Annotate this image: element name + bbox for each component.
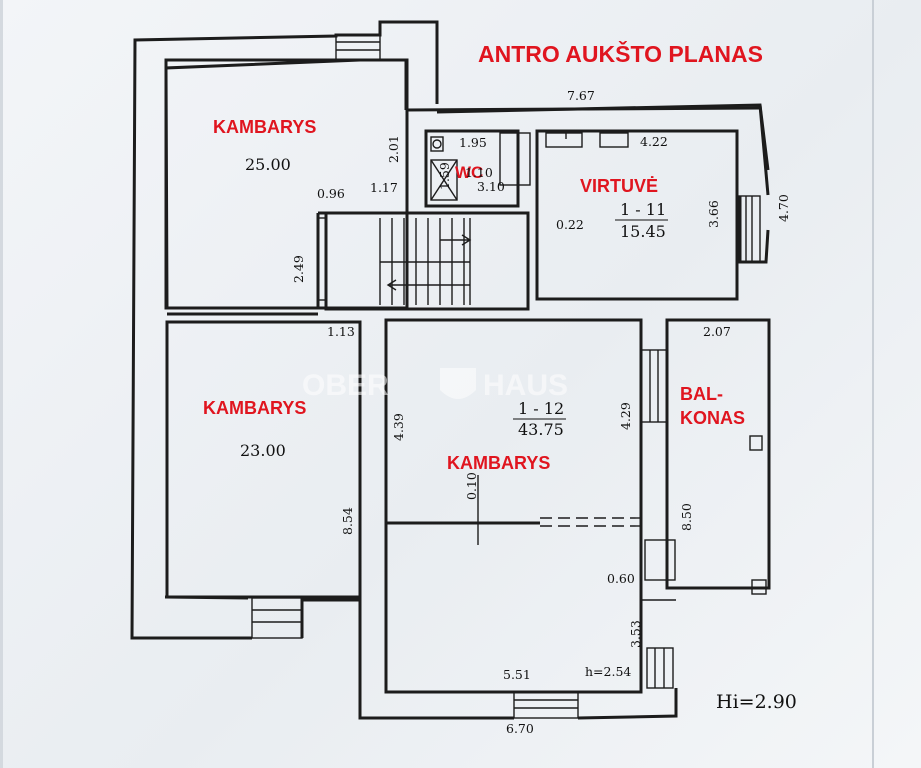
room-bottom-left-area: 23.00: [240, 441, 286, 460]
kitchen-number: 1 - 11: [620, 200, 666, 219]
dim-5-51: 5.51: [503, 667, 531, 682]
dim-8-50: 8.50: [679, 503, 694, 531]
dim-4-39: 4.39: [391, 413, 406, 441]
dimensions: 7.67 1.95 4.22 1.10 3.10 1.59 2.01 0.96 …: [291, 88, 791, 736]
dim-0-60: 0.60: [607, 571, 635, 586]
wc-label: WC: [455, 163, 483, 182]
stair-hall-outline: [324, 211, 530, 311]
dim-4-70: 4.70: [776, 194, 791, 222]
room-top-left-area: 25.00: [245, 155, 291, 174]
dim-6-70: 6.70: [506, 721, 534, 736]
dim-8-54: 8.54: [340, 507, 355, 535]
balcony-outline: [665, 318, 771, 590]
wc-outline: [424, 129, 520, 208]
living-label: KAMBARYS: [447, 453, 550, 473]
watermark-right: HAUS: [483, 369, 568, 402]
dim-0-22: 0.22: [556, 217, 584, 232]
dim-1-59: 1.59: [437, 162, 452, 190]
dim-0-96: 0.96: [317, 186, 345, 201]
room-bottom-left-label: KAMBARYS: [203, 398, 306, 418]
watermark-shield-icon: [440, 368, 476, 399]
dim-1-10: 1.10: [465, 165, 493, 180]
dim-7-67: 7.67: [567, 88, 595, 103]
dim-4-22: 4.22: [640, 134, 668, 149]
kitchen-fixtures: [545, 132, 629, 148]
ceiling-height: h=2.54: [585, 664, 631, 679]
windows: [251, 34, 761, 719]
wc-fixtures: [430, 132, 531, 201]
plan-title: ANTRO AUKŠTO PLANAS: [478, 40, 763, 67]
room-top-left-outline: [164, 58, 409, 310]
watermark-left: OBER: [302, 369, 389, 402]
dim-3-66: 3.66: [706, 200, 721, 228]
watermark: OBER HAUS: [302, 368, 568, 402]
dim-1-17: 1.17: [370, 180, 398, 195]
page-edge-left: [0, 0, 3, 768]
dim-3-53: 3.53: [628, 620, 643, 648]
dim-0-10: 0.10: [464, 472, 479, 500]
kitchen-outline: [535, 129, 739, 301]
dim-2-07: 2.07: [703, 324, 731, 339]
living-number: 1 - 12: [518, 399, 564, 418]
dim-1-95: 1.95: [459, 135, 487, 150]
dim-4-29: 4.29: [618, 402, 633, 430]
room-bottom-left-outline: [165, 320, 362, 599]
floor-height: Hi=2.90: [716, 691, 797, 713]
dim-2-49: 2.49: [291, 255, 306, 283]
balcony-label-line2: KONAS: [680, 408, 745, 428]
dim-2-01: 2.01: [386, 135, 401, 163]
kitchen-label: VIRTUVĖ: [580, 176, 658, 196]
page-edge-line: [872, 0, 874, 768]
kitchen-area: 15.45: [620, 222, 666, 241]
room-top-left-label: KAMBARYS: [213, 117, 316, 137]
living-area: 43.75: [518, 420, 564, 439]
dim-3-10: 3.10: [477, 179, 505, 194]
staircase: [379, 218, 472, 305]
dim-1-13: 1.13: [327, 324, 355, 339]
balcony-label-line1: BAL-: [680, 384, 723, 404]
